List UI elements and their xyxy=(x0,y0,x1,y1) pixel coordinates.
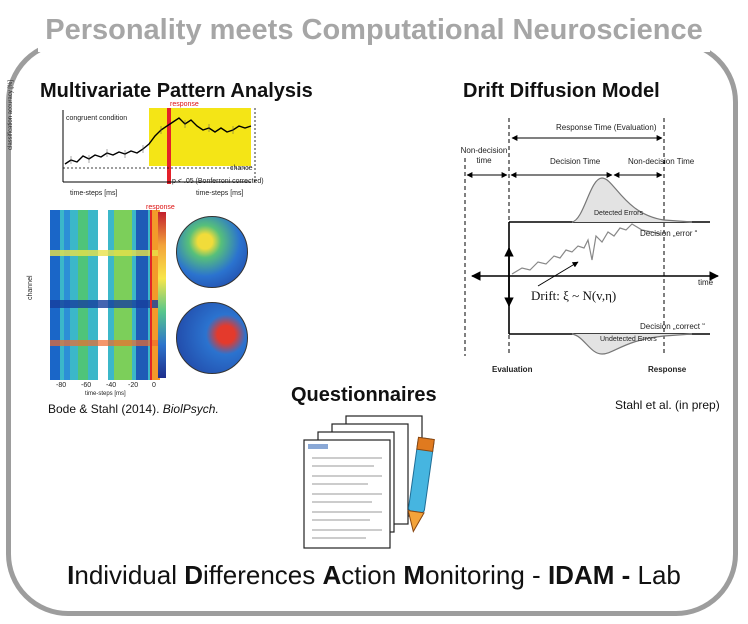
ddm-heading: Drift Diffusion Model xyxy=(463,80,660,102)
label-evaluation: Evaluation xyxy=(492,365,533,374)
mvpa-heading: Multivariate Pattern Analysis xyxy=(40,80,313,102)
lab-name-part: ndividual xyxy=(74,560,185,590)
label-decision-error: Decision „error “ xyxy=(640,229,698,238)
pen-icon xyxy=(407,436,435,533)
label-condition: congruent condition xyxy=(66,115,128,122)
heatmap-ylabel: channel xyxy=(27,275,34,300)
response-marker xyxy=(167,108,171,184)
title-mask xyxy=(38,30,710,52)
label-response-top: response xyxy=(170,101,199,108)
accuracy-curve xyxy=(64,117,252,165)
label-non-decision-left: Non-decision time xyxy=(460,146,508,165)
label-xaxis-right: time-steps [ms] xyxy=(196,190,244,197)
label-detected-errors: Detected Errors xyxy=(594,210,644,217)
label-significance: p < .05 (Bonferroni corrected) xyxy=(172,178,264,185)
lab-name-part: ction xyxy=(341,560,404,590)
lab-name-part: onitoring - xyxy=(425,560,548,590)
significance-region xyxy=(149,108,251,166)
label-undetected-errors: Undetected Errors xyxy=(600,336,657,343)
drift-path xyxy=(511,223,661,275)
questionnaire-stack-icon xyxy=(302,414,442,550)
lab-name-part: ifferences xyxy=(203,560,323,590)
label-time: time xyxy=(698,278,714,287)
label-response: Response xyxy=(648,365,687,374)
label-non-decision-right: Non-decision Time xyxy=(628,157,695,166)
heatmap-xlabel: time-steps [ms] xyxy=(85,391,126,397)
label-decision-time: Decision Time xyxy=(550,157,601,166)
ddm-citation: Stahl et al. (in prep) xyxy=(615,398,720,412)
lab-name-part: I xyxy=(67,560,75,590)
mvpa-line-plot xyxy=(45,106,257,200)
questionnaires-heading: Questionnaires xyxy=(291,384,437,406)
detected-errors-distribution xyxy=(571,177,693,223)
undetected-errors-distribution xyxy=(571,333,693,355)
label-xaxis-left: time-steps [ms] xyxy=(70,190,118,197)
mvpa-citation: Bode & Stahl (2014). BiolPsych. xyxy=(48,402,219,416)
heatmap-response-line xyxy=(150,210,152,380)
label-drift: Drift: ξ ~ N(v,η) xyxy=(531,288,617,303)
heatmap-response-label: response xyxy=(146,204,175,211)
lab-name-part: Lab xyxy=(630,560,681,590)
lab-name-part: M xyxy=(403,560,426,590)
ddm-diagram xyxy=(452,118,732,380)
scalp-map-top xyxy=(176,216,248,288)
lab-name-part: A xyxy=(322,560,342,590)
page-title: Personality meets Computational Neurosci… xyxy=(45,14,703,46)
label-yaxis-accuracy: classification accuracy [%] xyxy=(8,79,14,150)
label-decision-correct: Decision „correct “ xyxy=(640,322,705,331)
heatmap-colorbar xyxy=(158,212,166,378)
label-chance: chance xyxy=(230,165,253,172)
lab-name-part: IDAM - xyxy=(547,560,631,590)
channel-heatmap xyxy=(50,210,160,380)
lab-name: Individual Differences Action Monitoring… xyxy=(0,560,748,591)
scalp-map-bottom xyxy=(176,302,248,374)
lab-name-part: D xyxy=(184,560,203,590)
label-response-time: Response Time (Evaluation) xyxy=(556,123,657,132)
